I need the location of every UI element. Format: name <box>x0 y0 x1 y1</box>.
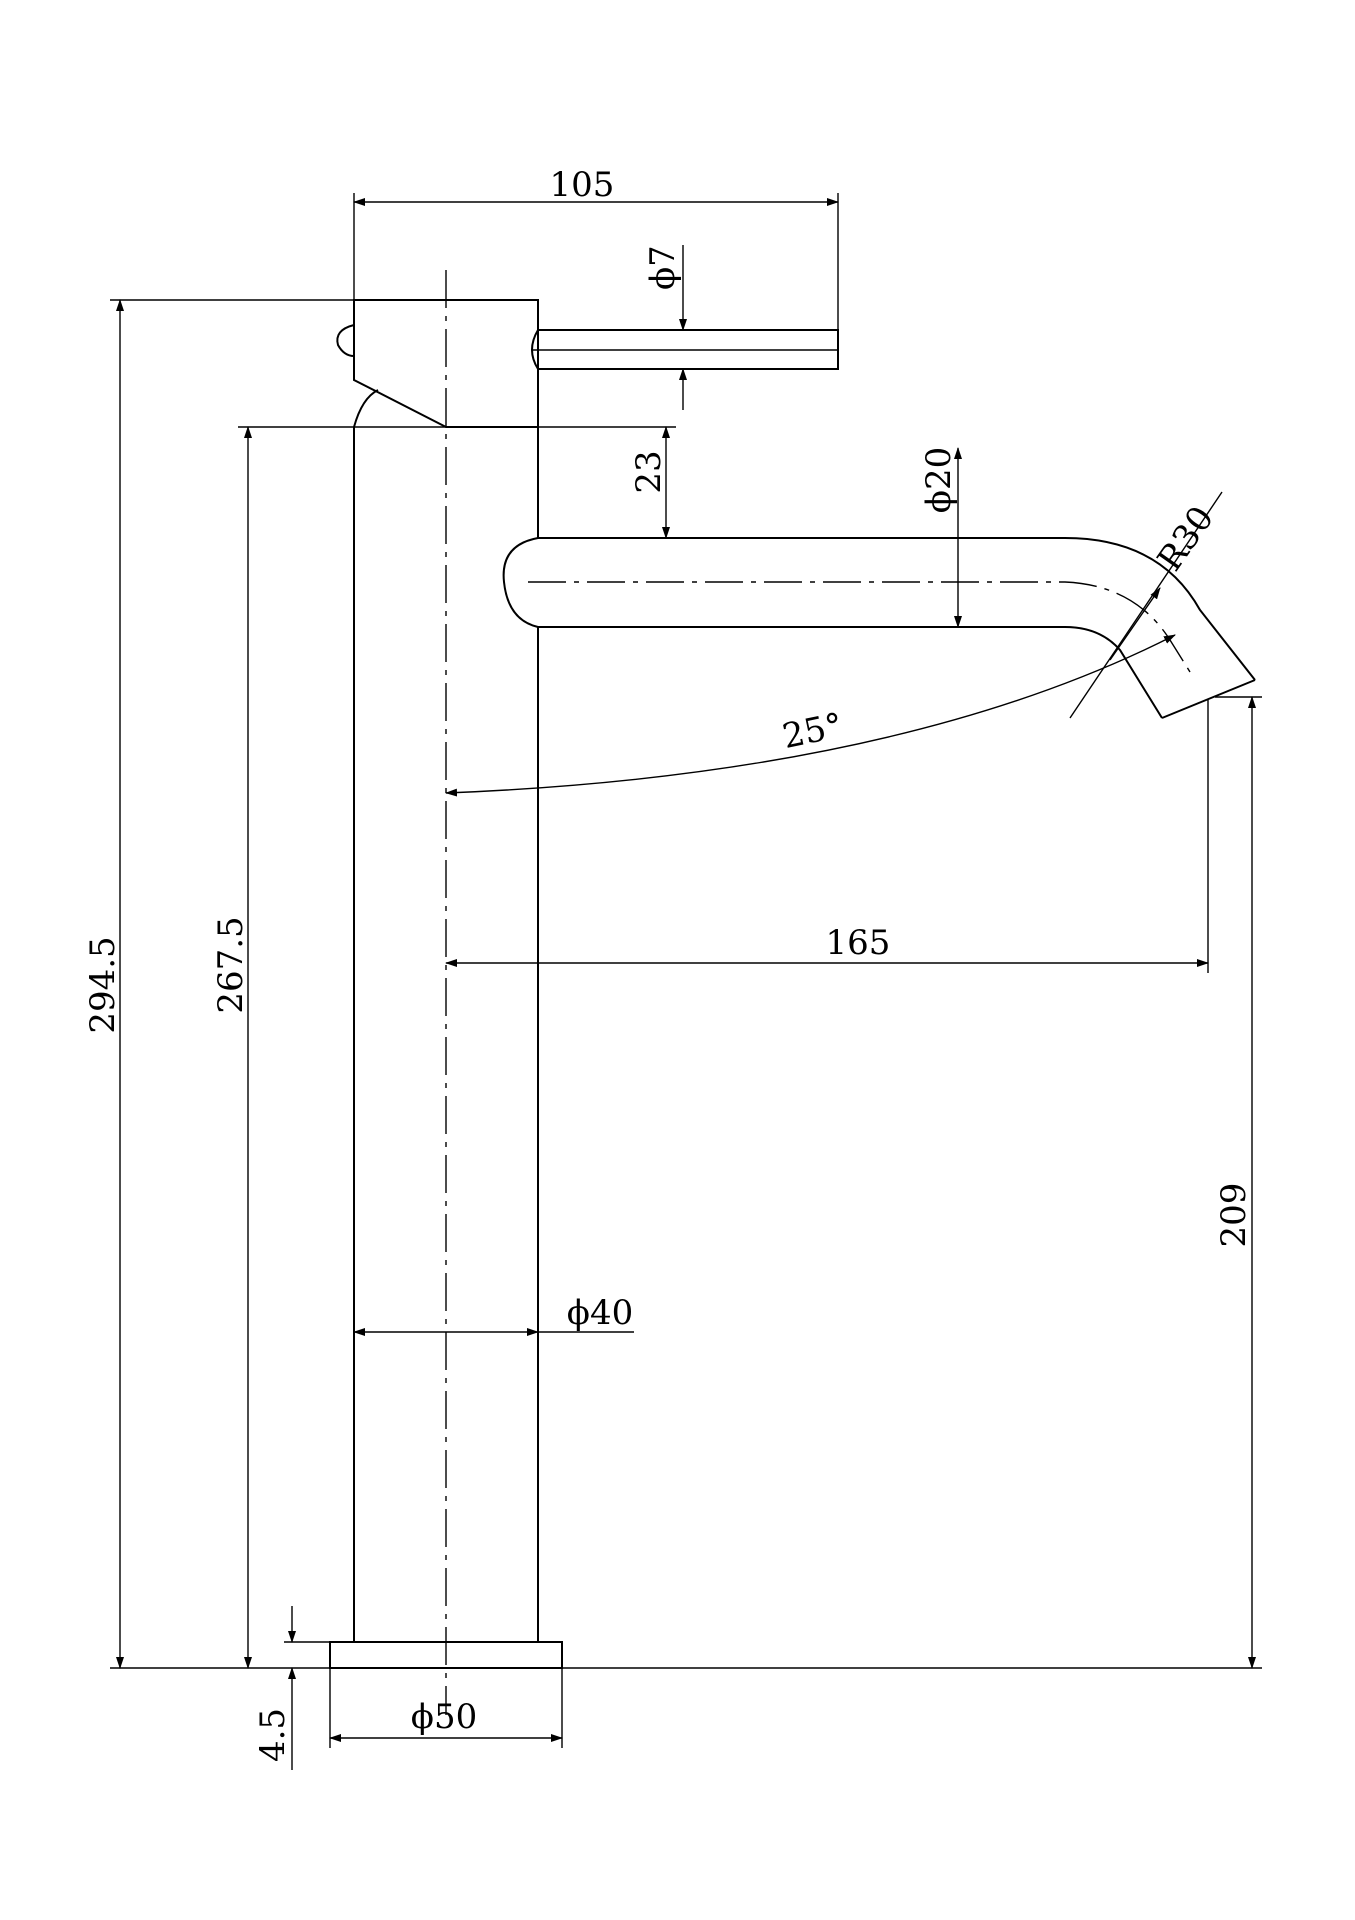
dim-body-diameter-label: ϕ40 <box>567 1293 633 1333</box>
dim-base-thickness-label: 4.5 <box>253 1708 293 1762</box>
dim-outlet-height-label: 209 <box>1214 1183 1254 1248</box>
spout-outlet <box>1161 679 1256 719</box>
dim-overall-height: 294.5 <box>83 299 1262 1669</box>
spout-lower <box>538 626 1163 719</box>
dim-swivel-angle-label: 25° <box>779 705 846 757</box>
dim-body-diameter: ϕ40 <box>353 1293 634 1336</box>
dim-base-thickness: 4.5 <box>253 1606 330 1770</box>
dim-overall-height-label: 294.5 <box>83 936 123 1033</box>
dim-outlet-height: 209 <box>1214 696 1262 1669</box>
dim-base-diameter-label: ϕ50 <box>411 1697 477 1737</box>
spout-centerline <box>528 581 1191 673</box>
dim-spout-diameter: ϕ20 <box>919 447 962 628</box>
tap-outline <box>329 299 1256 1669</box>
dim-handle-diameter: ϕ7 <box>643 245 687 410</box>
dim-body-height: 267.5 <box>211 426 446 1669</box>
dim-bend-radius-label: R30 <box>1150 499 1222 578</box>
dim-bend-radius: R30 <box>1069 491 1223 719</box>
dim-spout-reach-label: 165 <box>826 923 891 963</box>
handle-knob <box>336 324 355 357</box>
dim-spout-diameter-label: ϕ20 <box>919 447 959 513</box>
dim-base-diameter: ϕ50 <box>329 1668 563 1748</box>
dim-spout-offset-label: 23 <box>629 450 669 493</box>
dim-spout-offset: 23 <box>538 426 676 539</box>
spout-upper <box>538 537 1256 681</box>
dim-top-width-label: 105 <box>550 165 615 205</box>
dim-top-width: 105 <box>353 165 839 330</box>
dim-handle-diameter-label: ϕ7 <box>643 245 683 290</box>
handle-head <box>353 299 539 428</box>
dim-swivel-angle: 25° <box>445 634 1176 797</box>
dim-spout-reach: 165 <box>445 700 1209 973</box>
spout-nose <box>502 537 539 628</box>
dim-body-height-label: 267.5 <box>211 916 251 1013</box>
cartridge-curve <box>353 389 379 428</box>
center-lines <box>445 270 1191 1715</box>
